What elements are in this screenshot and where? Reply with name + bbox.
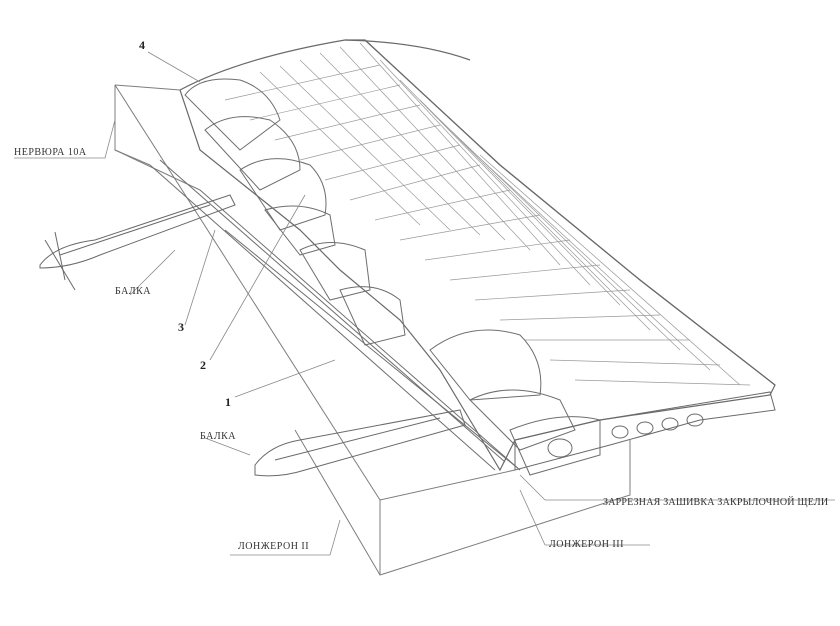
callout-2: 2 bbox=[200, 358, 206, 372]
label-beam-lower: БАЛКА bbox=[200, 431, 237, 442]
leader-lines bbox=[14, 51, 835, 556]
callout-1: 1 bbox=[225, 395, 231, 409]
upper-beam bbox=[39, 194, 236, 291]
spars bbox=[149, 159, 521, 471]
leading-edge-ribs bbox=[184, 78, 601, 476]
label-spar-3: ЛОНЖЕРОН III bbox=[549, 539, 624, 550]
root-box bbox=[114, 84, 631, 576]
label-beam-upper: БАЛКА bbox=[115, 286, 152, 297]
lower-beam bbox=[254, 409, 466, 477]
skin-panel-grid bbox=[224, 42, 751, 386]
callout-3: 3 bbox=[178, 320, 184, 334]
callout-4: 4 bbox=[139, 38, 145, 52]
label-nervure-10a: НЕРВЮРА 10А bbox=[14, 147, 87, 158]
label-spar-2: ЛОНЖЕРОН II bbox=[238, 541, 310, 552]
label-flap-slot: ЗАРРЕЗНАЯ ЗАШИВКА ЗАКРЫЛОЧНОЙ ЩЕЛИ bbox=[603, 497, 829, 508]
root-rib bbox=[514, 391, 776, 471]
wing-outline bbox=[179, 39, 776, 472]
